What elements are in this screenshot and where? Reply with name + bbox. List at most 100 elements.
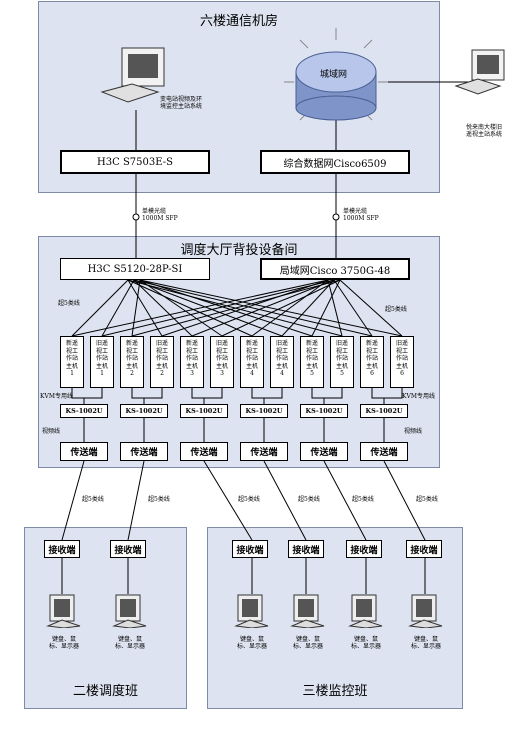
monitor-icon bbox=[112, 594, 147, 628]
workstation-label-line: 主机 bbox=[335, 362, 348, 370]
region-title-second-floor: 二楼调度班 bbox=[72, 684, 138, 699]
workstation-label-line: 视工 bbox=[65, 347, 78, 355]
fiber-left-line1: 单模光缆 bbox=[142, 208, 167, 215]
workstation-label-line: 视工 bbox=[185, 347, 198, 355]
workstation-label-line: 视工 bbox=[275, 347, 288, 355]
terminal-label-line: 键盘、鼠 bbox=[51, 636, 76, 643]
receiver-unit[interactable]: 接收端 bbox=[346, 540, 382, 558]
workstation-label-line: 3 bbox=[220, 370, 224, 378]
sender-unit[interactable]: 传送端 bbox=[60, 442, 108, 461]
left-pc-label: 变电站视频及环 境监控主站系统 bbox=[160, 96, 202, 110]
sender-unit[interactable]: 传送端 bbox=[360, 442, 408, 461]
receiver-unit[interactable]: 接收端 bbox=[406, 540, 442, 558]
monitor-icon bbox=[46, 594, 81, 628]
workstation-label-line: 作站 bbox=[185, 355, 198, 363]
terminal-label-line: 键盘、鼠 bbox=[239, 636, 264, 643]
receiver-unit[interactable]: 接收端 bbox=[232, 540, 268, 558]
terminal-label-line: 标、显示器 bbox=[292, 643, 323, 650]
right-pc-label-line1: 悦来南大楼旧 bbox=[466, 124, 503, 131]
workstation-label-line: 1 bbox=[100, 370, 104, 378]
workstation-label-line: 2 bbox=[130, 370, 134, 378]
fiber-left-label: 单模光缆 1000M SFP bbox=[142, 208, 178, 222]
workstation-label-line: 6 bbox=[370, 370, 374, 378]
sender-unit[interactable]: 传送端 bbox=[240, 442, 288, 461]
terminal-label-line: 键盘、鼠 bbox=[117, 636, 142, 643]
workstation-label-line: 主机 bbox=[215, 362, 228, 370]
kvm-switch[interactable]: KS-1002U bbox=[60, 404, 108, 418]
terminal-label: 键盘、鼠标、显示器 bbox=[346, 636, 386, 650]
terminal-label: 键盘、鼠标、显示器 bbox=[288, 636, 328, 650]
workstation-label-line: 4 bbox=[250, 370, 254, 378]
switch-to-workstation-link bbox=[191, 279, 335, 337]
receiver-unit[interactable]: 接收端 bbox=[110, 540, 146, 558]
switch-to-workstation-link bbox=[311, 279, 341, 337]
left-pc-label-line2: 境监控主站系统 bbox=[160, 103, 203, 110]
video-line-right-label: 视频线 bbox=[404, 428, 423, 435]
receiver-unit[interactable]: 接收端 bbox=[44, 540, 80, 558]
workstation-label-line: 作站 bbox=[215, 355, 228, 363]
workstation-label-line: 旧遥 bbox=[215, 340, 228, 347]
workstation-label-line: 作站 bbox=[275, 355, 288, 363]
switch-cisco-6509[interactable]: 综合数据网Cisco6509 bbox=[260, 150, 410, 174]
terminal-label: 键盘、鼠标、显示器 bbox=[44, 636, 84, 650]
receiver-unit[interactable]: 接收端 bbox=[288, 540, 324, 558]
fiber-right-line2: 1000M SFP bbox=[343, 215, 379, 222]
workstation-label-line: 旧遥 bbox=[335, 340, 348, 347]
terminal-label-line: 标、显示器 bbox=[350, 643, 381, 650]
workstation-label-line: 旧遥 bbox=[395, 340, 408, 347]
switch-to-workstation-link bbox=[133, 279, 283, 337]
workstation-label-line: 5 bbox=[310, 370, 314, 378]
kvm-line-left-label: KVM专用线 bbox=[40, 393, 73, 400]
sender-unit[interactable]: 传送端 bbox=[180, 442, 228, 461]
switch-h3c-s7503e[interactable]: H3C S7503E-S bbox=[60, 150, 210, 174]
left-pc-label-line1: 变电站视频及环 bbox=[160, 96, 203, 103]
workstation-label-line: 新遥 bbox=[305, 340, 318, 347]
kvm-switch[interactable]: KS-1002U bbox=[300, 404, 348, 418]
switch-to-workstation-link bbox=[333, 279, 373, 337]
fiber-left-line2: 1000M SFP bbox=[142, 215, 178, 222]
switch-to-workstation-link bbox=[127, 279, 253, 337]
workstation-label-line: 视工 bbox=[125, 347, 138, 355]
workstation-to-kvm-link bbox=[83, 388, 103, 404]
terminal-label-line: 键盘、鼠 bbox=[295, 636, 320, 643]
switch-to-workstation-link bbox=[139, 279, 223, 337]
workstation-to-kvm-link bbox=[383, 388, 403, 404]
kvm-switch[interactable]: KS-1002U bbox=[240, 404, 288, 418]
kvm-switch[interactable]: KS-1002U bbox=[120, 404, 168, 418]
cat5-label-6: 超5类线 bbox=[416, 496, 438, 503]
kvm-switch[interactable]: KS-1002U bbox=[360, 404, 408, 418]
workstation-label-line: 主机 bbox=[95, 362, 108, 370]
workstation-to-kvm-link bbox=[203, 388, 223, 404]
switch-to-workstation-link bbox=[127, 279, 343, 337]
fiber-right-line1: 单模光缆 bbox=[343, 208, 368, 215]
workstation-to-kvm-link bbox=[143, 388, 163, 404]
sender-unit[interactable]: 传送端 bbox=[300, 442, 348, 461]
workstation-label-line: 4 bbox=[280, 370, 284, 378]
workstation-label-line: 新遥 bbox=[245, 340, 258, 347]
sender-unit[interactable]: 传送端 bbox=[120, 442, 168, 461]
workstation-label-line: 作站 bbox=[395, 355, 408, 363]
workstation-label-line: 6 bbox=[400, 370, 404, 378]
switch-h3c-s5120[interactable]: H3C S5120-28P-SI bbox=[60, 258, 210, 280]
cat5-label-4: 超5类线 bbox=[298, 496, 320, 503]
monitor-icon bbox=[408, 594, 443, 628]
switch-cisco-3750g[interactable]: 局域网Cisco 3750G-48 bbox=[260, 258, 410, 280]
kvm-switch[interactable]: KS-1002U bbox=[180, 404, 228, 418]
switch-to-workstation-link bbox=[71, 279, 329, 337]
workstation-label-line: 作站 bbox=[335, 355, 348, 363]
workstation-label-line: 主机 bbox=[125, 362, 138, 370]
workstation-label-line: 作站 bbox=[245, 355, 258, 363]
